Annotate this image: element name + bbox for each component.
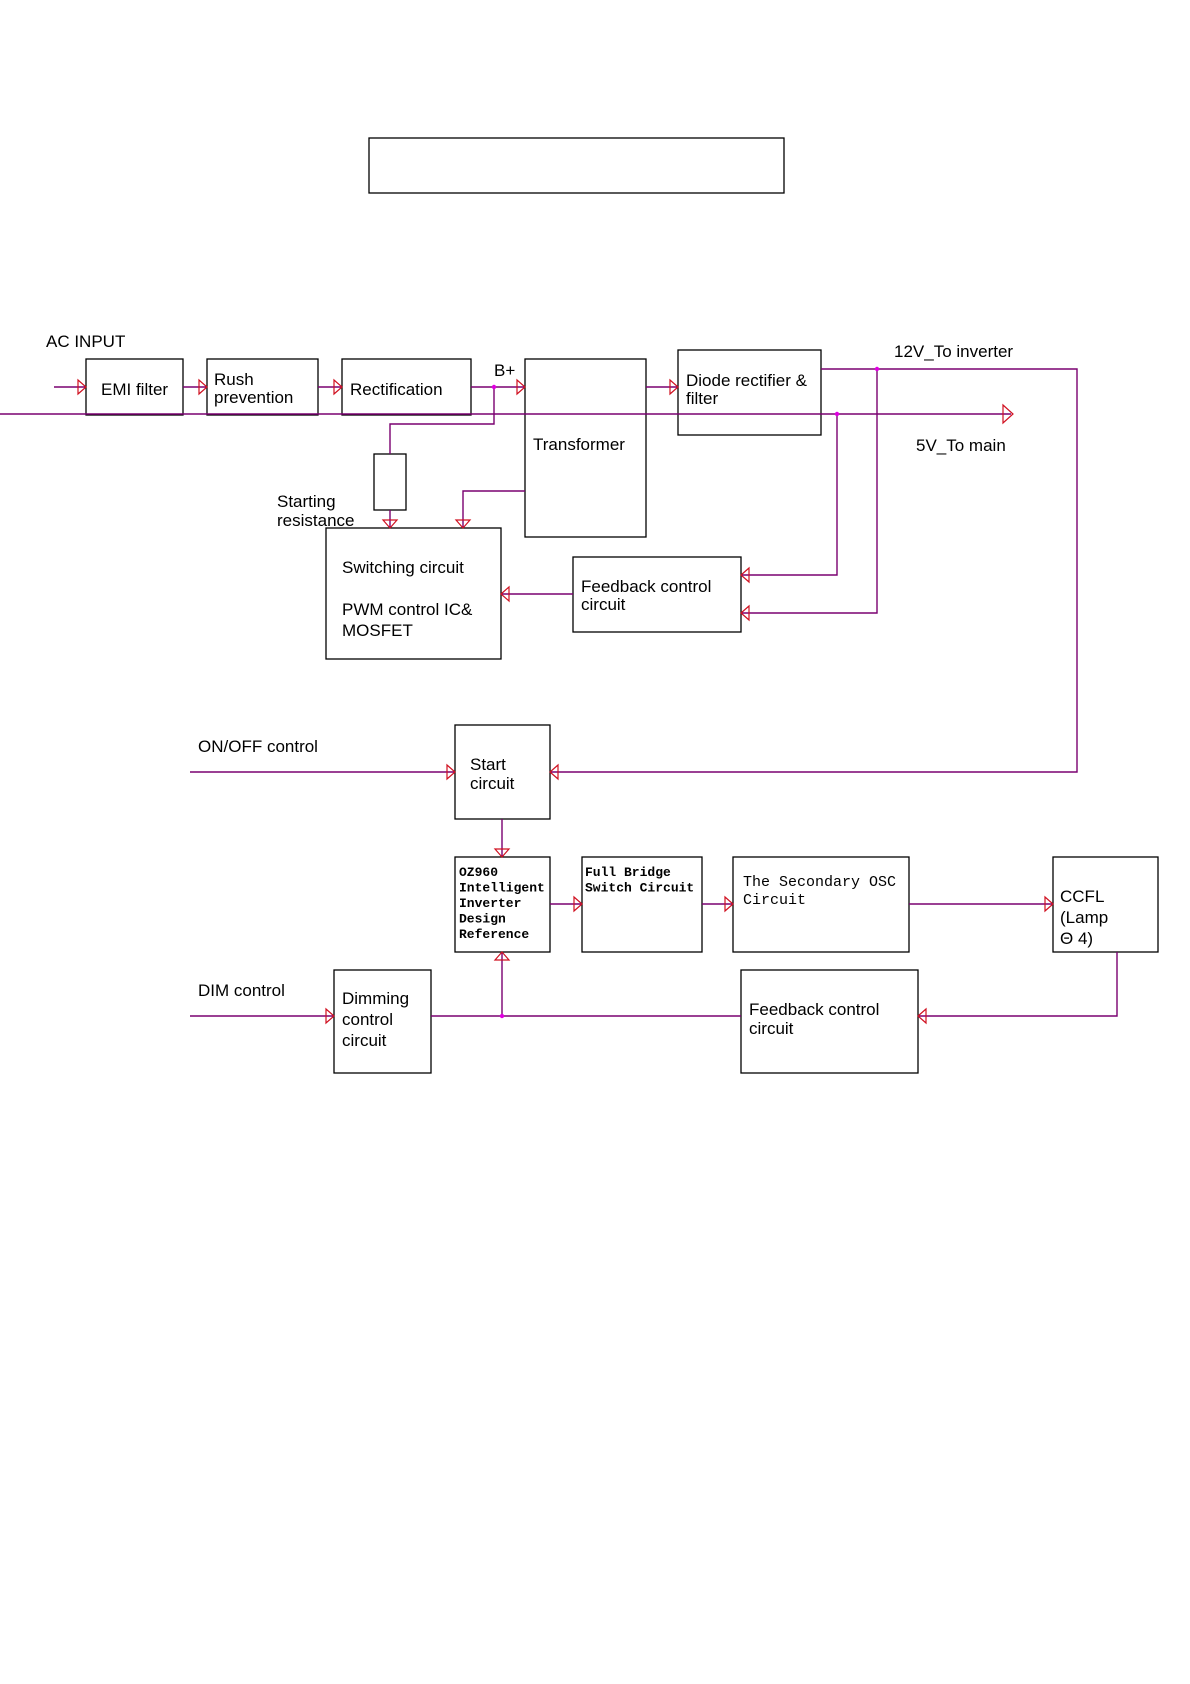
text-line: Intelligent xyxy=(459,881,545,896)
text-line: Feedback control xyxy=(749,1000,879,1019)
text-line: Inverter xyxy=(459,896,521,911)
svg-text:Rectification: Rectification xyxy=(350,380,443,399)
text-line: resistance xyxy=(277,511,354,530)
arrowheads xyxy=(77,378,1054,1025)
text-line: Diode rectifier & xyxy=(686,371,808,390)
text-line: CCFL xyxy=(1060,887,1104,906)
emi-filter-block: EMI filter xyxy=(85,358,184,416)
text-line: (Lamp xyxy=(1060,908,1108,927)
svg-text:Transformer: Transformer xyxy=(533,435,625,454)
dimming-control-block: Dimming control circuit xyxy=(333,969,432,1074)
text-line: Transformer xyxy=(533,435,625,454)
text-line: Reference xyxy=(459,927,529,942)
junctions xyxy=(491,366,880,1019)
text-line xyxy=(342,579,347,598)
text-line: Dimming xyxy=(342,989,409,1008)
rectification-block: Rectification xyxy=(341,358,472,416)
text-line: Rush xyxy=(214,370,254,389)
text-line: circuit xyxy=(470,774,515,793)
text-line: circuit xyxy=(342,1031,387,1050)
svg-text:Switching circuit PWM control: Switching circuit PWM control IC&MOSFET xyxy=(342,558,473,640)
text-line: Design xyxy=(459,912,506,927)
text-line: Starting xyxy=(277,492,336,511)
ac-input-label: AC INPUT xyxy=(46,332,125,351)
text-line: circuit xyxy=(581,595,626,614)
on-off-control-label: ON/OFF control xyxy=(198,737,318,756)
ccfl-block: CCFL (Lamp Θ 4) xyxy=(1052,856,1159,953)
text-line: control xyxy=(342,1010,393,1029)
text-line: Full Bridge xyxy=(585,865,671,880)
text-line: Switch Circuit xyxy=(585,881,694,896)
dim-control-label: DIM control xyxy=(198,981,285,1000)
text-line: Rectification xyxy=(350,380,443,399)
text-line: Θ 4) xyxy=(1060,929,1093,948)
text-line: Start xyxy=(470,755,506,774)
svg-text:Diode rectifier &filter: Diode rectifier &filter xyxy=(686,371,808,408)
transformer-block: Transformer xyxy=(524,358,647,538)
out-12v-label: 12V_To inverter xyxy=(894,342,1013,361)
text-line: MOSFET xyxy=(342,621,413,640)
diode-rectifier-filter-block: Diode rectifier &filter xyxy=(677,349,822,436)
text-line: prevention xyxy=(214,388,293,407)
wires xyxy=(0,368,1118,1017)
text-line: Feedback control xyxy=(581,577,711,596)
text-line: circuit xyxy=(749,1019,794,1038)
text-line: PWM control IC& xyxy=(342,600,473,619)
text-line: EMI filter xyxy=(101,380,168,399)
text-line: Circuit xyxy=(743,892,806,909)
text-line: OZ960 xyxy=(459,865,498,880)
title-box xyxy=(368,137,785,194)
switching-circuit-block: Switching circuit PWM control IC&MOSFET xyxy=(325,527,502,660)
starting-resistor xyxy=(373,453,407,511)
svg-text:EMI filter: EMI filter xyxy=(101,380,168,399)
b-plus-label: B+ xyxy=(494,361,515,380)
text-line: The Secondary OSC xyxy=(743,874,896,891)
text-line: filter xyxy=(686,389,718,408)
text-line: Switching circuit xyxy=(342,558,464,577)
out-5v-label: 5V_To main xyxy=(916,436,1006,455)
